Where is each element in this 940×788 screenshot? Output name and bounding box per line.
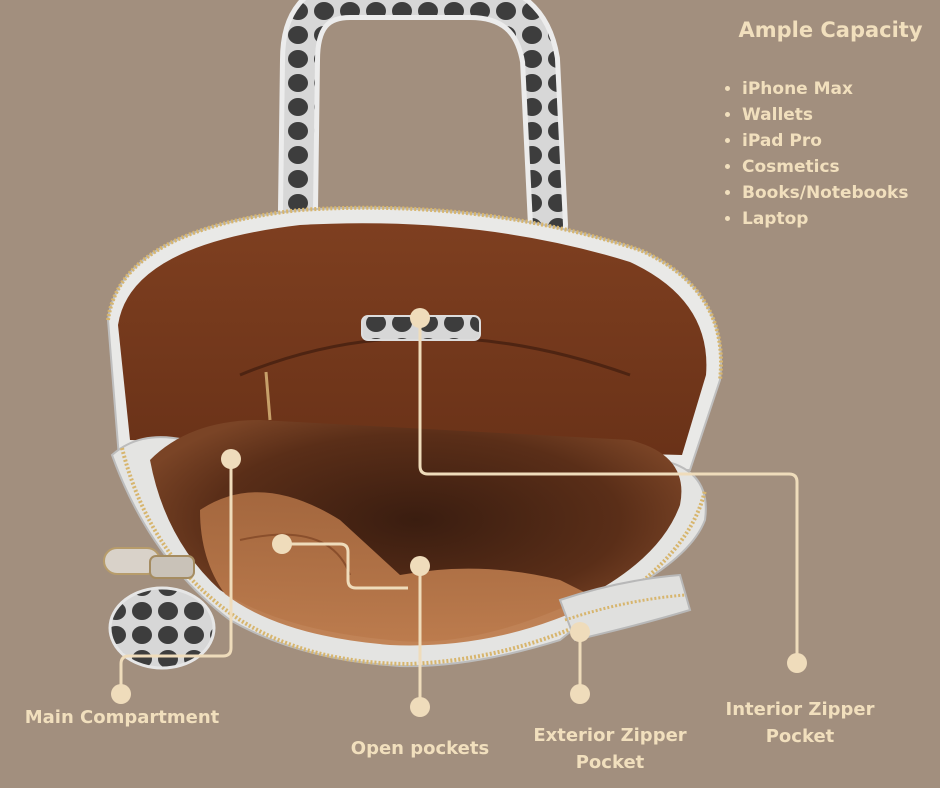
capacity-heading: Ample Capacity bbox=[738, 18, 923, 42]
open-pocket-leader-1 bbox=[282, 542, 408, 590]
interior-label-line-1: Interior Zipper bbox=[725, 699, 875, 720]
exterior-label-line-2: Pocket bbox=[575, 752, 645, 773]
exterior-label-line-1: Exterior Zipper bbox=[533, 725, 687, 746]
capacity-item: Cosmetics bbox=[742, 154, 908, 180]
exterior-pocket-dot bbox=[570, 622, 590, 642]
exterior-pocket-end-dot bbox=[570, 684, 590, 704]
capacity-item: Books/Notebooks bbox=[742, 180, 908, 206]
interior-pocket-dot bbox=[410, 308, 430, 328]
main-compartment-label: Main Compartment bbox=[24, 707, 220, 728]
callout-dots bbox=[111, 308, 807, 717]
open-pocket-end-dot bbox=[410, 697, 430, 717]
capacity-list: iPhone Max Wallets iPad Pro Cosmetics Bo… bbox=[716, 76, 908, 232]
open-pocket-dot-1 bbox=[272, 534, 292, 554]
open-pocket-dot-2 bbox=[410, 556, 430, 576]
exterior-zipper-pocket bbox=[558, 573, 692, 642]
interior-pocket-leader bbox=[418, 318, 799, 663]
handle bbox=[278, 0, 568, 245]
capacity-item: Laptop bbox=[742, 206, 908, 232]
open-pocket-panel bbox=[200, 492, 600, 646]
exterior-zipper-pocket-label: Exterior Zipper Pocket bbox=[520, 722, 700, 776]
capacity-item: iPad Pro bbox=[742, 128, 908, 154]
callout-leader-lines bbox=[119, 318, 799, 707]
open-pockets-label: Open pockets bbox=[350, 738, 490, 759]
interior-pocket-end-dot bbox=[787, 653, 807, 673]
top-zipper bbox=[106, 205, 723, 381]
zipper-charm bbox=[103, 547, 216, 670]
capacity-item: Wallets bbox=[742, 102, 908, 128]
main-compartment-dot bbox=[221, 449, 241, 469]
main-compartment-end-dot bbox=[111, 684, 131, 704]
interior-label-line-2: Pocket bbox=[765, 726, 835, 747]
interior-zipper-pocket-label: Interior Zipper Pocket bbox=[710, 696, 890, 750]
main-compartment-leader bbox=[119, 459, 233, 694]
capacity-item: iPhone Max bbox=[742, 76, 908, 102]
